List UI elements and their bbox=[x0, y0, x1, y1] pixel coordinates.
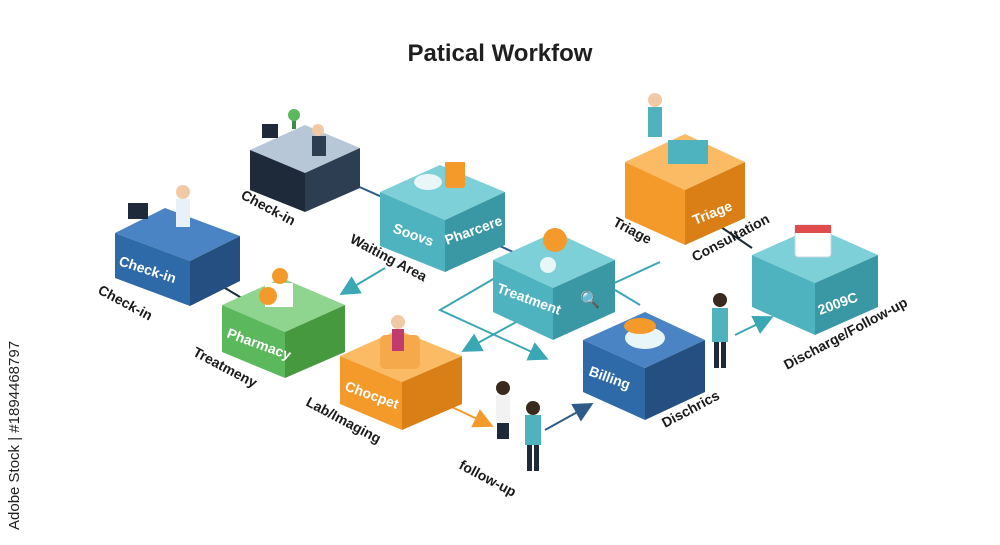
reception-desk bbox=[250, 109, 360, 212]
triage-box: Triage bbox=[625, 93, 745, 245]
billing-box: Billing bbox=[583, 312, 705, 420]
connector-treatment-billing bbox=[614, 289, 641, 306]
arrow-to-chocpet bbox=[461, 319, 521, 352]
receptionist-person-icon bbox=[312, 124, 324, 136]
patient-person-icon bbox=[526, 401, 540, 415]
plant-icon bbox=[292, 115, 296, 129]
monitor-icon bbox=[262, 124, 278, 138]
stock-watermark: Adobe Stock | #1894468797 bbox=[6, 340, 23, 530]
arrow-to-billing bbox=[544, 403, 594, 431]
consult-people bbox=[496, 381, 541, 471]
stethoscope-icon bbox=[540, 257, 556, 273]
doctor-person-icon bbox=[648, 93, 662, 107]
pill-icon bbox=[414, 174, 442, 190]
medicine-bottle-icon bbox=[445, 160, 465, 188]
discharge-box: 2009C bbox=[752, 224, 878, 335]
connector-treatment-triage bbox=[609, 261, 661, 286]
doctor-person-icon bbox=[713, 293, 727, 307]
computer-monitor-icon bbox=[128, 203, 148, 219]
chocpet-box: Chocpet bbox=[340, 315, 462, 430]
standing-doctor bbox=[712, 293, 728, 368]
chair-icon bbox=[380, 335, 420, 369]
treatment-box: Treatment 🔍 bbox=[493, 228, 615, 340]
nurse-person-icon bbox=[176, 185, 190, 199]
receptionist-person-icon bbox=[496, 381, 510, 395]
heart-badge-icon bbox=[543, 228, 567, 252]
patient-person-icon bbox=[391, 315, 405, 329]
label-follow-up: follow-up bbox=[457, 457, 519, 500]
exam-bed-icon bbox=[668, 140, 708, 164]
checkin-box: Check-in bbox=[115, 185, 240, 306]
arrow-treatment-loop bbox=[437, 277, 549, 361]
page-title: Patical Workfow bbox=[407, 40, 593, 67]
arrow-to-pharmacy bbox=[339, 267, 386, 296]
pharmacy-box: Pharmacy bbox=[222, 268, 345, 378]
arrow-to-discharge bbox=[734, 315, 774, 336]
soovs-box: Soovs Pharcere bbox=[380, 155, 505, 272]
search-plus-icon: 🔍 bbox=[580, 289, 600, 309]
